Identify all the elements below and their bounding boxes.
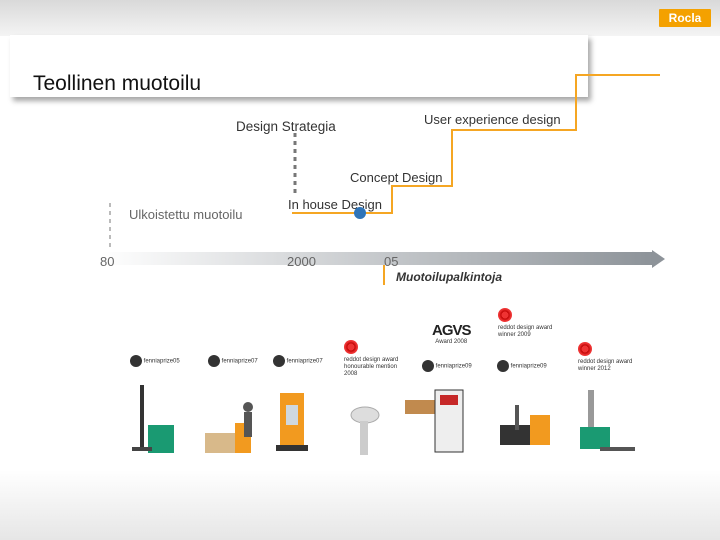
reddot-subtext: winner 2012 (578, 366, 611, 372)
agvs-text: AGVS (432, 322, 472, 339)
reddot-icon (344, 340, 358, 354)
label-design-strategy: Design Strategia (236, 119, 336, 134)
fennia-text: fenniaprize (435, 363, 466, 370)
fennia-year: 07 (316, 358, 323, 365)
forklift-image (405, 389, 464, 453)
fennia-year: 09 (540, 363, 547, 370)
reddot-award-badge: reddot design award winner 2009 (498, 308, 558, 339)
tick-label: 2000 (287, 254, 316, 269)
reddot-award-badge: reddot design award honourable mention 2… (344, 340, 404, 378)
label-concept-design: Concept Design (350, 170, 443, 185)
fennia-badge: fenniaprize07 (208, 355, 258, 367)
reddot-award-badge: reddot design award winner 2012 (578, 342, 638, 373)
forklift-image (132, 385, 174, 453)
label-in-house-design: In house Design (288, 197, 382, 212)
tick-label: 05 (384, 254, 399, 269)
reddot-text: reddot design award (578, 359, 633, 365)
forklift-image (276, 393, 308, 451)
rocla-logo: Rocla (659, 9, 711, 27)
fennia-icon (208, 355, 220, 367)
fennia-year: 09 (465, 363, 472, 370)
timeline-arrowhead (652, 250, 665, 268)
fennia-text: fenniaprize (221, 358, 252, 365)
top-bar (0, 0, 720, 36)
title-panel (10, 35, 588, 97)
forklift-image (580, 390, 635, 451)
fennia-icon (273, 355, 285, 367)
reddot-subtext: honourable mention 2008 (344, 364, 398, 377)
fennia-badge: fenniaprize09 (497, 360, 547, 372)
product-photos (132, 385, 635, 455)
reddot-icon (578, 342, 592, 356)
tick-label: 80 (100, 254, 115, 269)
agvs-subtext: Award 2008 (435, 339, 468, 345)
slide-title: Teollinen muotoilu (33, 72, 202, 95)
label-user-experience: User experience design (424, 112, 561, 127)
agvs-award-badge: AGVS Award 2008 (432, 322, 472, 346)
forklift-image (500, 405, 550, 445)
label-outsourced-design: Ulkoistettu muotoilu (129, 207, 243, 222)
fennia-year: 05 (173, 358, 180, 365)
timeline-marker (354, 207, 366, 219)
forklift-image (205, 402, 253, 453)
fennia-badge: fenniaprize05 (130, 355, 180, 367)
fennia-icon (130, 355, 142, 367)
fennia-year: 07 (251, 358, 258, 365)
bottom-gradient (0, 470, 720, 540)
reddot-icon (498, 308, 512, 322)
fennia-text: fenniaprize (286, 358, 317, 365)
fennia-icon (422, 360, 434, 372)
fennia-text: fenniaprize (510, 363, 541, 370)
reddot-text: reddot design award (344, 357, 399, 363)
fennia-text: fenniaprize (143, 358, 174, 365)
forklift-image (350, 406, 380, 455)
fennia-badge: fenniaprize07 (273, 355, 323, 367)
timeline-axis (101, 252, 653, 265)
fennia-icon (497, 360, 509, 372)
awards-label: Muotoilupalkintoja (396, 270, 502, 284)
step-line (292, 74, 660, 214)
fennia-badge: fenniaprize09 (422, 360, 472, 372)
reddot-subtext: winner 2009 (498, 332, 531, 338)
reddot-text: reddot design award (498, 325, 553, 331)
